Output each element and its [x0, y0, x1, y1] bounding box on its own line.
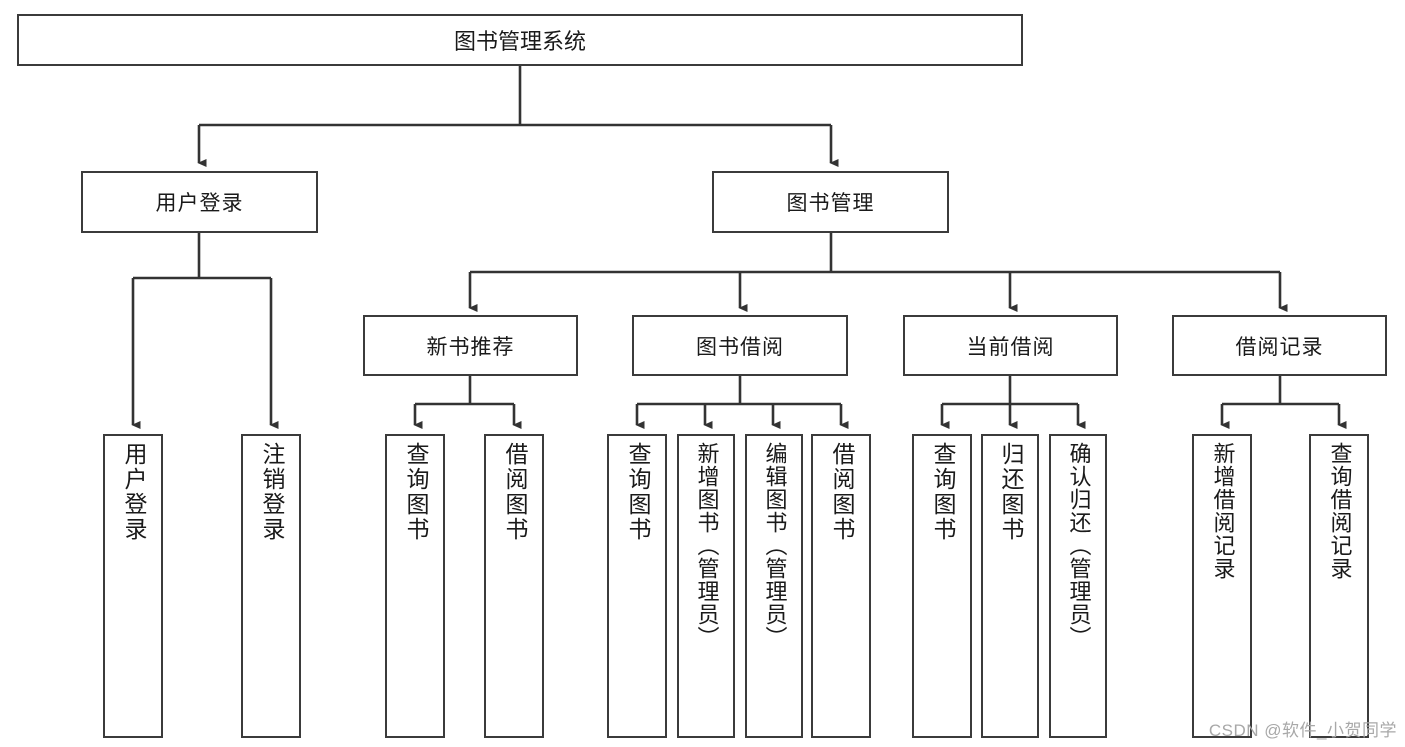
leaf-add-book-admin[interactable]: 新增图书（管理员）	[677, 434, 735, 738]
node-label: 借阅图书	[501, 442, 528, 542]
node-current-borrow[interactable]: 当前借阅	[903, 315, 1118, 376]
node-label: 归还图书	[997, 442, 1024, 542]
leaf-user-login[interactable]: 用户登录	[103, 434, 163, 738]
node-label: 图书管理系统	[453, 29, 586, 54]
node-label: 查询图书	[624, 442, 651, 542]
leaf-query-book-new[interactable]: 查询图书	[385, 434, 445, 738]
node-book-management[interactable]: 图书管理	[712, 171, 949, 233]
node-label: 借阅记录	[1235, 335, 1324, 359]
node-new-book-recommend[interactable]: 新书推荐	[363, 315, 578, 376]
leaf-user-logout[interactable]: 注销登录	[241, 434, 301, 738]
node-label: 查询借阅记录	[1327, 442, 1353, 580]
leaf-return-book[interactable]: 归还图书	[981, 434, 1039, 738]
leaf-add-borrow-record[interactable]: 新增借阅记录	[1192, 434, 1252, 738]
leaf-borrow-book-borrow[interactable]: 借阅图书	[811, 434, 871, 738]
leaf-confirm-return-admin[interactable]: 确认归还（管理员）	[1049, 434, 1107, 738]
leaf-edit-book-admin[interactable]: 编辑图书（管理员）	[745, 434, 803, 738]
node-label: 新增图书（管理员）	[694, 442, 720, 649]
node-root-system[interactable]: 图书管理系统	[17, 14, 1023, 66]
leaf-borrow-book-new[interactable]: 借阅图书	[484, 434, 544, 738]
leaf-query-book-current[interactable]: 查询图书	[912, 434, 972, 738]
node-book-borrow[interactable]: 图书借阅	[632, 315, 848, 376]
node-user-login[interactable]: 用户登录	[81, 171, 318, 233]
csdn-watermark: CSDN @软件_小贺同学	[1208, 721, 1397, 740]
node-label: 用户登录	[120, 442, 147, 542]
node-label: 图书管理	[786, 192, 875, 215]
node-label: 编辑图书（管理员）	[762, 442, 788, 649]
node-label: 新书推荐	[426, 335, 515, 359]
node-label: 图书借阅	[696, 335, 784, 359]
node-borrow-records[interactable]: 借阅记录	[1172, 315, 1387, 376]
node-label: 借阅图书	[828, 442, 855, 542]
leaf-query-borrow-record[interactable]: 查询借阅记录	[1309, 434, 1369, 738]
node-label: 查询图书	[402, 442, 429, 542]
node-label: 当前借阅	[966, 335, 1055, 359]
node-label: 确认归还（管理员）	[1066, 442, 1092, 649]
node-label: 新增借阅记录	[1210, 442, 1236, 580]
node-label: 查询图书	[929, 442, 956, 542]
node-label: 用户登录	[155, 192, 244, 215]
leaf-query-book-borrow[interactable]: 查询图书	[607, 434, 667, 738]
node-label: 注销登录	[258, 442, 285, 542]
